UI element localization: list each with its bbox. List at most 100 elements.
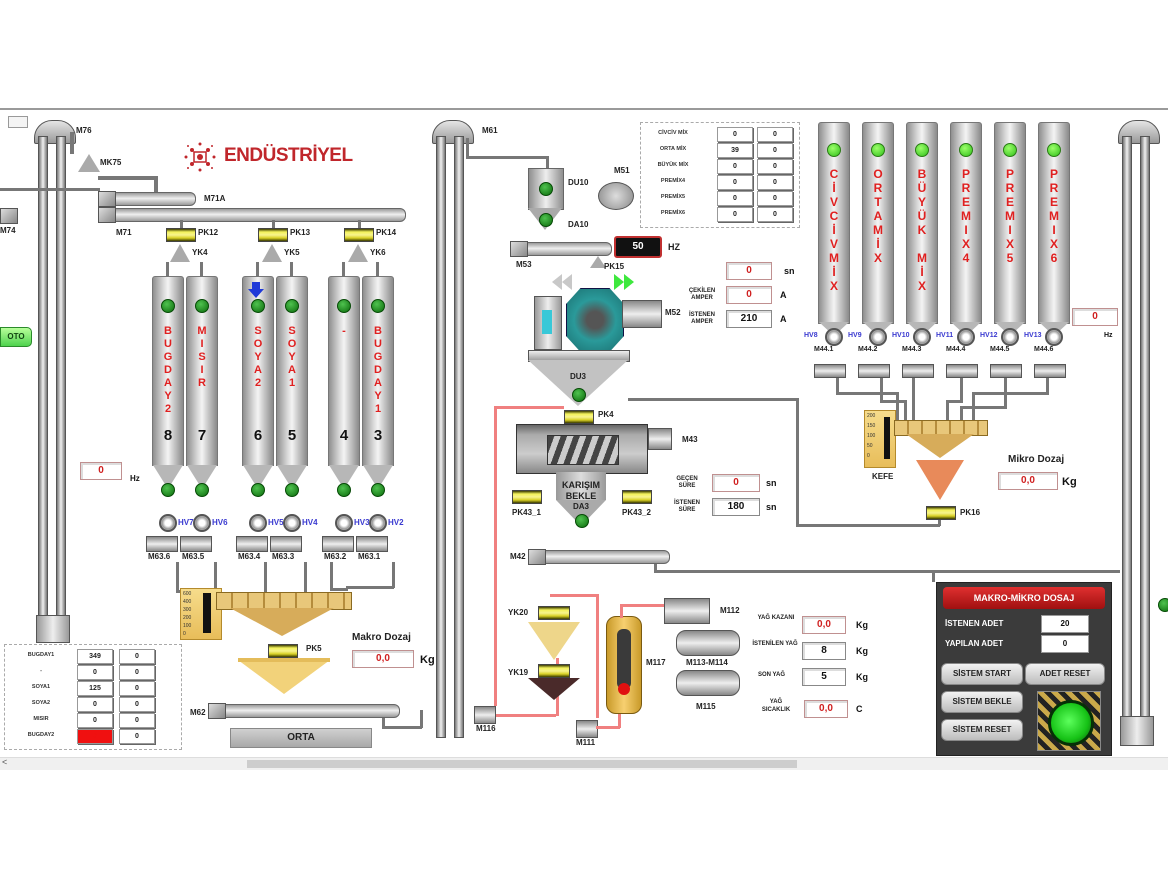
table-cell-actual[interactable]: 0 — [119, 649, 155, 664]
m116-label: M116 — [476, 724, 496, 733]
silo-empty[interactable]: -4 — [328, 276, 360, 466]
elevator-m76-label: M76 — [76, 126, 92, 135]
hv8-label: HV8 — [804, 332, 818, 339]
table-row-label: PREMİX6 — [660, 210, 686, 216]
table-row-label: MISIR — [33, 716, 49, 722]
table-cell-setpoint[interactable]: 0 — [717, 127, 753, 142]
table-cell-setpoint[interactable]: 0 — [717, 207, 753, 222]
table-cell-setpoint[interactable]: 0 — [77, 713, 113, 728]
hv6-label: HV6 — [212, 518, 228, 527]
istenen-adet-value[interactable]: 20 — [1041, 615, 1089, 633]
system-start-button[interactable]: SİSTEM START — [941, 663, 1023, 685]
table-cell-actual[interactable]: 0 — [119, 713, 155, 728]
valve-hv2[interactable] — [369, 514, 387, 532]
gate-pk14 — [344, 228, 374, 242]
scale-tick: 100 — [867, 433, 876, 439]
table-cell-actual[interactable]: 0 — [119, 729, 155, 744]
table-cell-setpoint[interactable]: 349 — [77, 649, 113, 664]
table-cell-setpoint[interactable]: 0 — [77, 697, 113, 712]
motor-m44-2 — [858, 364, 890, 378]
valve-hv9[interactable] — [869, 328, 887, 346]
gate-yk20 — [538, 606, 570, 620]
scale-tick: 600 — [183, 591, 192, 597]
silo-top-indicator — [915, 143, 929, 157]
table-cell-setpoint[interactable]: 0 — [717, 191, 753, 206]
m42-label: M42 — [510, 552, 526, 561]
istenen-amper-unit: A — [780, 314, 787, 324]
orta-button[interactable]: ORTA — [230, 728, 372, 748]
system-reset-button[interactable]: SİSTEM RESET — [941, 719, 1023, 741]
table-cell-actual[interactable]: 0 — [757, 143, 793, 158]
table-cell-setpoint[interactable]: 125 — [77, 681, 113, 696]
hz-display: 50 — [614, 236, 662, 258]
logo: ENDÜSTRİYEL — [180, 138, 353, 181]
silo-number: 6 — [253, 427, 263, 444]
table-cell-actual[interactable]: 0 — [757, 127, 793, 142]
reverse-arrow-icon[interactable] — [552, 274, 572, 290]
valve-hv7[interactable] — [159, 514, 177, 532]
silo-top-indicator — [827, 143, 841, 157]
m53-label: M53 — [516, 260, 532, 269]
mixer-status: KARIŞIM BEKLE — [548, 480, 614, 502]
istenen-amper-value[interactable]: 210 — [726, 310, 772, 328]
silo-bottom-indicator — [285, 483, 299, 497]
valve-hv3[interactable] — [335, 514, 353, 532]
valve-hv8[interactable] — [825, 328, 843, 346]
adet-reset-button[interactable]: ADET RESET — [1025, 663, 1105, 685]
gecen-sure-value: 0 — [712, 474, 760, 492]
horizontal-scrollbar[interactable]: < — [0, 757, 1168, 770]
scroll-left-arrow[interactable]: < — [2, 757, 8, 767]
valve-hv12[interactable] — [1001, 328, 1019, 346]
window-control-button[interactable] — [8, 116, 28, 128]
table-cell-actual[interactable]: 0 — [757, 159, 793, 174]
table-cell-actual[interactable]: 0 — [119, 665, 155, 680]
valve-hv10[interactable] — [913, 328, 931, 346]
table-cell-setpoint[interactable]: 0 — [77, 665, 113, 680]
m52-label: M52 — [665, 308, 681, 317]
valve-hv13[interactable] — [1045, 328, 1063, 346]
istenen-sure-value[interactable]: 180 — [712, 498, 760, 516]
istenilen-yag-value[interactable]: 8 — [802, 642, 846, 660]
son-yag-label: SON YAĞ — [758, 672, 786, 678]
table-cell-actual[interactable]: 0 — [119, 697, 155, 712]
table-cell-actual[interactable]: 0 — [757, 175, 793, 190]
forward-arrow-icon[interactable] — [614, 274, 634, 290]
table-cell-actual[interactable]: 0 — [757, 207, 793, 222]
m74-label: M74 — [0, 226, 16, 235]
table-cell-actual[interactable]: 0 — [119, 681, 155, 696]
table-cell-setpoint[interactable]: 0 — [717, 175, 753, 190]
table-row-label: SOYA1 — [31, 684, 51, 690]
valve-hv5[interactable] — [249, 514, 267, 532]
mixer-status-text: KARIŞIM BEKLE — [562, 480, 600, 501]
system-wait-button[interactable]: SİSTEM BEKLE — [941, 691, 1023, 713]
table-cell-setpoint[interactable]: 39 — [717, 143, 753, 158]
son-yag-value[interactable]: 5 — [802, 668, 846, 686]
motor-m44-3 — [902, 364, 934, 378]
auto-mode-button[interactable]: OTO — [0, 327, 32, 347]
valve-hv6[interactable] — [193, 514, 211, 532]
valve-hv4[interactable] — [283, 514, 301, 532]
da10-label: DA10 — [568, 220, 589, 229]
table-cell-setpoint[interactable]: 0 — [717, 159, 753, 174]
hv9-label: HV9 — [848, 332, 862, 339]
table-cell-actual[interactable]: 0 — [757, 191, 793, 206]
scrollbar-thumb[interactable] — [247, 760, 797, 768]
motor-m44-6 — [1034, 364, 1066, 378]
table-cell-setpoint[interactable]: 0 — [77, 729, 113, 744]
valve-hv11[interactable] — [957, 328, 975, 346]
mikro-dozaj-unit: Kg — [1062, 476, 1077, 488]
